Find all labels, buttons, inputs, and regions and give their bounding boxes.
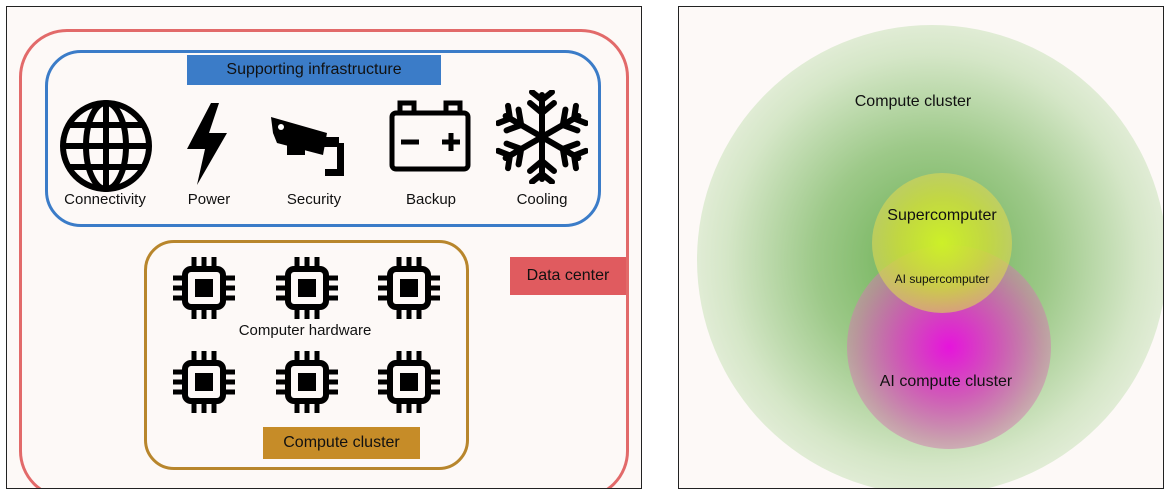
supporting-infrastructure-title: Supporting infrastructure [187,55,441,85]
snowflake-icon [496,90,588,184]
ai-supercomputer-label: AI supercomputer [894,272,990,286]
lightning-bolt-icon [185,103,229,185]
microchip-icon [376,255,442,321]
data-center-diagram: Supporting infrastructure Data center Co… [6,6,642,489]
computer-hardware-label: Computer hardware [238,322,372,339]
supporting-infrastructure-frame [45,50,601,227]
compute-cluster-label: Compute cluster [854,93,972,110]
microchip-icon [171,349,237,415]
compute-cluster-frame [144,240,469,470]
infrastructure-label-cooling: Cooling [516,191,568,208]
compute-cluster-title: Compute cluster [263,427,420,459]
microchip-icon [274,349,340,415]
supercomputer-label: Supercomputer [887,207,997,224]
data-center-frame [19,29,629,488]
ai-compute-cluster-label: AI compute cluster [879,373,1013,390]
infrastructure-label-security: Security [286,191,342,208]
microchip-icon [171,255,237,321]
infrastructure-label-backup: Backup [405,191,457,208]
microchip-icon [376,349,442,415]
infrastructure-label-power: Power [187,191,231,208]
battery-icon [388,99,472,173]
globe-icon [58,98,154,194]
infrastructure-label-connectivity: Connectivity [64,191,146,208]
microchip-icon [274,255,340,321]
security-camera-icon [269,103,351,183]
supercomputer-region [872,173,1012,313]
data-center-title: Data center [510,257,626,295]
cluster-venn-diagram: Compute cluster Supercomputer AI superco… [678,6,1164,489]
